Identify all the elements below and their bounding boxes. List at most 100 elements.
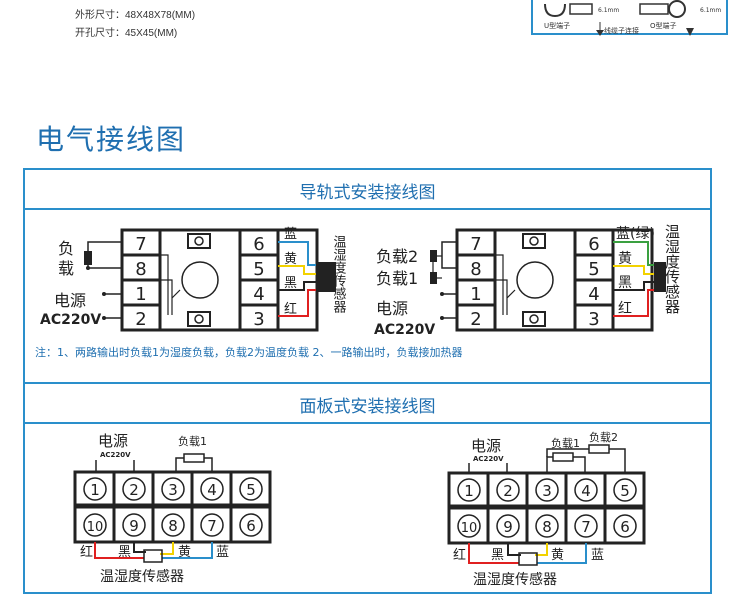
din-note: 注：1、两路输出时负载1为湿度负载，负载2为温度负载 2、一路输出时，负载接加热… [35,346,463,359]
dim-label-1: 6.1mm [598,7,619,14]
terminal-2: 2 [470,309,481,330]
wire-yellow-label: 黄 [284,252,297,267]
terminal-6: 6 [253,234,264,255]
terminal-7: 7 [135,234,146,255]
wire-blue-green-label: 蓝(绿) [616,226,655,242]
terminal-10: 10 [461,521,478,536]
screw-icon [522,311,546,327]
divider [25,208,710,210]
terminal-4: 4 [207,481,217,499]
terminal-1: 1 [135,284,146,305]
sensor-icon [316,262,336,292]
dim-label-2: 6.1mm [700,7,721,14]
terminal-5: 5 [588,259,599,280]
sensor-label: 温湿度传感器 [473,571,557,588]
din-right-diagram: 7 8 1 2 6 5 4 3 负载2 负载1 电源 AC220V 蓝(绿) 黄… [374,224,681,338]
u-terminal-label: U型端子 [544,21,570,30]
terminal-6: 6 [246,517,256,535]
power-label: 电源 [376,299,408,318]
voltage-label: AC220V [100,451,131,459]
screw-icon [187,311,211,327]
load-label-2: 载 [58,259,74,278]
voltage-label: AC220V [374,322,435,338]
wire-blue-label: 蓝 [591,548,604,563]
knob-icon [516,261,554,299]
wire-stripping-label: 线缆子连接 [604,26,639,35]
din-left-diagram: 7 8 1 2 6 5 4 3 负 载 电源 AC220V 蓝 黄 黑 红 温湿… [40,227,347,332]
sensor-icon [143,549,163,563]
wire-yellow-label: 黄 [618,250,632,267]
load2-resistor-icon [588,444,610,454]
terminal-block-top [112,472,233,542]
load-resistor-icon [84,251,92,265]
wire-black-label: 黑 [618,275,632,291]
screw-icon [187,233,211,249]
load-resistor-icon [183,453,205,463]
terminal-2: 2 [503,482,513,500]
load1-label: 负载1 [376,269,418,288]
terminal-3: 3 [588,309,599,330]
panel-left-diagram: 电源 AC220V 负载1 1 2 3 4 5 10 9 8 7 6 红 黑 黄… [73,432,272,585]
terminal-fragment: U型端子 O型端子 线缆子连接 6.1mm 6.1mm [531,0,728,36]
terminal-4: 4 [253,284,264,305]
panel-panel-title: 面板式安装接线图 [299,397,436,417]
knob-icon [181,261,219,299]
terminal-7: 7 [581,518,591,536]
terminal-7: 7 [207,517,217,535]
section-title: 电气接线图 [36,123,187,156]
terminal-8: 8 [168,517,178,535]
wire-black-label: 黑 [284,276,297,291]
load2-label: 负载2 [376,247,418,266]
o-terminal-icon [668,0,686,18]
terminal-9: 9 [129,517,139,535]
terminal-3: 3 [253,309,264,330]
voltage-label: AC220V [40,312,101,328]
u-terminal-icon [544,3,566,18]
terminal-2: 2 [129,481,139,499]
screw-icon [522,233,546,249]
wire-black-label: 黑 [491,548,504,563]
wire-red-label: 红 [618,301,632,317]
terminal-4: 4 [581,482,591,500]
load1-resistor-icon [552,452,574,462]
wire-yellow-label: 黄 [178,545,191,560]
spec-hole-size: 开孔尺寸：45X45(MM) [75,28,178,39]
load1-label: 负载1 [551,436,580,450]
terminal-5: 5 [253,259,264,280]
terminal-2: 2 [135,309,146,330]
voltage-label: AC220V [473,455,504,463]
wire-red-label: 红 [284,301,297,317]
terminal-10: 10 [87,520,104,535]
wire-blue-label: 蓝 [216,545,229,560]
o-terminal-label: O型端子 [650,21,677,30]
terminal-8: 8 [135,259,146,280]
terminal-8: 8 [470,259,481,280]
sensor-label: 温湿度传感器 [663,224,681,314]
din-panel-title: 导轨式安装接线图 [299,183,436,203]
terminal-6: 6 [588,234,599,255]
terminal-8: 8 [542,518,552,536]
terminal-5: 5 [246,481,256,499]
wire-black-label: 黑 [118,545,131,560]
load1-label: 负载1 [178,434,207,448]
terminal-4: 4 [588,284,599,305]
spec-outer-size: 外形尺寸：48X48X78(MM) [75,10,196,21]
terminal-1: 1 [464,482,474,500]
wire-red-label: 红 [80,544,93,560]
sensor-label: 温湿度传感器 [331,235,347,314]
sensor-icon [518,552,538,566]
terminal-9: 9 [503,518,513,536]
terminal-1: 1 [90,481,100,499]
terminal-6: 6 [620,518,630,536]
terminal-7: 7 [470,234,481,255]
terminal-1: 1 [470,284,481,305]
wire-yellow-label: 黄 [551,548,564,563]
load2-label: 负载2 [589,430,618,444]
power-label: 电源 [98,432,128,450]
load-label: 负 [58,239,74,258]
sensor-icon [654,262,666,292]
terminal-3: 3 [168,481,178,499]
load1-resistor-icon [430,272,437,284]
sensor-label: 温湿度传感器 [100,568,184,585]
divider [25,422,710,424]
